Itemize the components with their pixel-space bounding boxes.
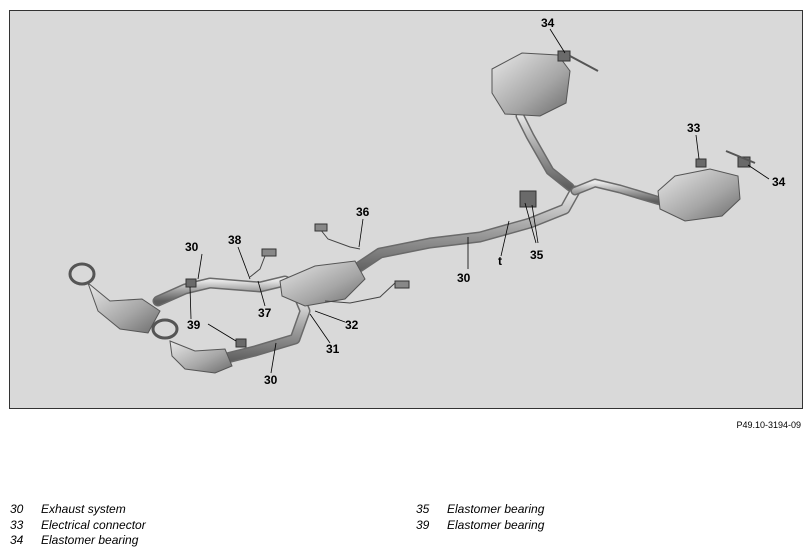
connector-36 xyxy=(314,223,328,232)
front-flange-upper xyxy=(68,262,96,286)
bearing-39a xyxy=(185,278,197,288)
callout-35: 35 xyxy=(530,248,544,262)
callout-34-left: 34 xyxy=(541,16,555,30)
connector-38 xyxy=(261,248,277,257)
legend-label: Elastomer bearing xyxy=(447,517,545,532)
rear-silencer-right xyxy=(657,168,741,222)
legend-label: Elastomer bearing xyxy=(447,502,545,516)
bearing-39b xyxy=(235,338,247,348)
exhaust-system-diagram: 34 33 34 36 38 30 37 39 32 31 30 30 t 35 xyxy=(9,10,803,409)
callout-33: 33 xyxy=(687,121,701,135)
callout-34-right: 34 xyxy=(772,175,786,189)
connector-33 xyxy=(695,158,707,168)
legend-number: 35 xyxy=(416,502,430,516)
legend-item: 34 Elastomer bearing xyxy=(10,533,146,549)
brackets xyxy=(185,50,756,348)
legend-item: 35 Elastomer bearing xyxy=(416,502,544,518)
bearing-34-left xyxy=(557,50,571,62)
callout-37: 37 xyxy=(258,306,272,320)
front-flange-lower xyxy=(151,318,179,340)
callout-30-centre: 30 xyxy=(457,271,471,285)
callouts: 34 33 34 36 38 30 37 39 32 31 30 30 t 35 xyxy=(185,16,786,387)
figure-reference-code: P49.10-3194-09 xyxy=(736,420,801,430)
callout-31: 31 xyxy=(326,342,340,356)
legend-label: Electrical connector xyxy=(41,517,146,532)
catalytic-converter-upper xyxy=(86,281,161,334)
rear-silencer-left xyxy=(491,52,571,117)
callout-38: 38 xyxy=(228,233,242,247)
bearing-35 xyxy=(519,190,537,208)
diagram-canvas: 34 33 34 36 38 30 37 39 32 31 30 30 t 35 xyxy=(68,16,786,387)
callout-30-lower: 30 xyxy=(264,373,278,387)
legend-number: 34 xyxy=(10,533,24,547)
legend-item: 30 Exhaust system xyxy=(10,502,146,518)
connector-right xyxy=(394,280,410,289)
legend-number: 30 xyxy=(10,502,24,516)
legend-label: Elastomer bearing xyxy=(41,533,139,547)
sensor-cables xyxy=(249,223,410,304)
callout-36: 36 xyxy=(356,205,370,219)
callout-t: t xyxy=(498,254,502,268)
middle-silencer xyxy=(279,260,366,307)
legend-item: 33 Electrical connector xyxy=(10,518,146,534)
leader-lines xyxy=(189,28,770,374)
catalytic-converters xyxy=(68,262,233,374)
callout-39: 39 xyxy=(187,318,201,332)
legend-number: 39 xyxy=(416,517,430,532)
callout-32: 32 xyxy=(345,318,359,332)
callout-30-upper: 30 xyxy=(185,240,199,254)
legend-label: Exhaust system xyxy=(41,502,126,516)
exhaust-pipes xyxy=(152,111,665,367)
legend-number: 33 xyxy=(10,517,24,532)
legend-item: 39 Elastomer bearing xyxy=(416,518,544,534)
catalytic-converter-lower xyxy=(169,340,233,374)
